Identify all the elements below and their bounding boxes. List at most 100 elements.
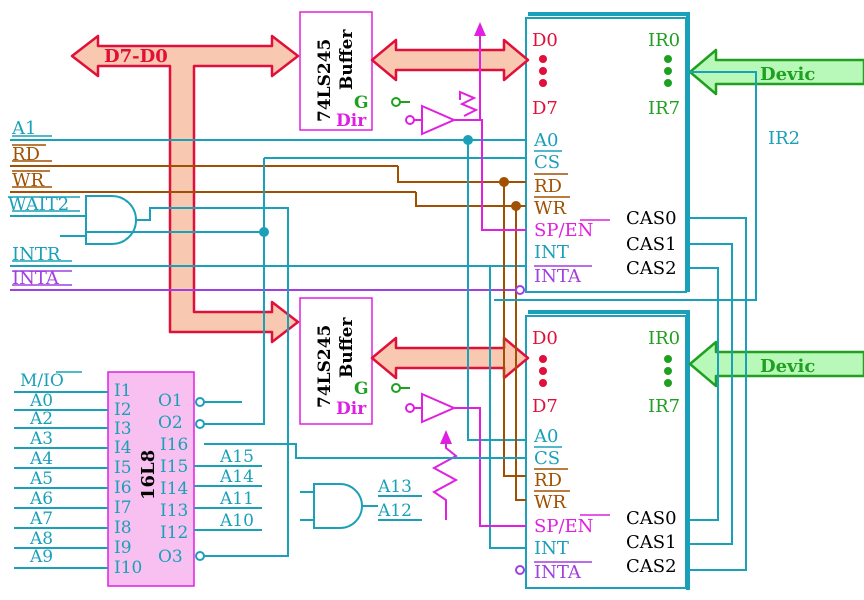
pld-sig-mio: M/IO bbox=[20, 371, 64, 391]
pld-out-i12: I12 bbox=[160, 523, 188, 543]
pld-sig-a5: A5 bbox=[29, 469, 53, 489]
pld-out-i13: I13 bbox=[160, 501, 188, 521]
pic-top-pin-cs: CS bbox=[534, 152, 560, 173]
pic-top-ir7: IR7 bbox=[648, 98, 680, 119]
buffer-bottom-g: G bbox=[354, 379, 369, 399]
signal-inta: INTA bbox=[12, 268, 60, 289]
pic-bottom-pin-inta: INTA bbox=[534, 562, 582, 583]
pic-top-cas2: CAS2 bbox=[626, 258, 677, 279]
pld-output-labels: O1 O2 I16 I15 I14 I13 I12 O3 bbox=[158, 391, 188, 567]
buffer-top-control bbox=[391, 22, 526, 231]
pic-bottom-d0: D0 bbox=[532, 328, 558, 349]
pld-sig-a10: A10 bbox=[219, 511, 254, 531]
buffer-top-name: Buffer bbox=[337, 29, 357, 90]
pic-bottom-pin-wr: WR bbox=[534, 492, 567, 513]
pld-output-signal-labels: A15 A14 A11 A10 bbox=[219, 447, 254, 531]
pld-sig-a14: A14 bbox=[219, 467, 254, 487]
pld-sig-a15: A15 bbox=[219, 447, 254, 467]
pld-out-o1: O1 bbox=[158, 391, 183, 411]
ir2-label: IR2 bbox=[768, 128, 800, 149]
pld-out-o2: O2 bbox=[158, 413, 183, 433]
buffer-top-box bbox=[299, 11, 373, 131]
device-arrow-bottom bbox=[688, 340, 864, 388]
buffer-top-part: 74LS245 bbox=[315, 39, 335, 122]
ir-pin-dots-bottom bbox=[664, 355, 672, 387]
pld-in-2: I2 bbox=[114, 400, 132, 420]
pic-top-pin-int: INT bbox=[534, 242, 569, 263]
buffer-bottom-dir: Dir bbox=[336, 399, 367, 419]
pld-in-5: I5 bbox=[114, 458, 132, 478]
pld-sig-a11: A11 bbox=[219, 489, 254, 509]
pic-top-ir0: IR0 bbox=[648, 30, 680, 51]
pld-sig-a7: A7 bbox=[29, 509, 53, 529]
pld-sig-a6: A6 bbox=[29, 489, 53, 509]
and-gate-input-a12: A12 bbox=[377, 501, 412, 521]
pic-bottom-cas0: CAS0 bbox=[626, 508, 677, 529]
pic-bottom-ir7: IR7 bbox=[648, 396, 680, 417]
pic-bottom-pin-a0: A0 bbox=[533, 426, 558, 447]
pic-top-cas1: CAS1 bbox=[626, 234, 677, 255]
signal-a1: A1 bbox=[11, 118, 36, 139]
pld-out-i14: I14 bbox=[160, 479, 188, 499]
ir-pin-dots-top bbox=[664, 55, 672, 87]
pic-bottom-cas2: CAS2 bbox=[626, 556, 677, 577]
device-label-bottom: Devic bbox=[760, 356, 815, 377]
pic-bottom-cas1: CAS1 bbox=[626, 532, 677, 553]
data-pin-dots-bottom bbox=[539, 355, 547, 387]
pic-top-pin-inta: INTA bbox=[534, 266, 582, 287]
pld-out-i15: I15 bbox=[160, 457, 188, 477]
pic-bottom-ir0: IR0 bbox=[648, 328, 680, 349]
pld-sig-a9: A9 bbox=[29, 547, 53, 567]
pld-sig-a0: A0 bbox=[29, 391, 53, 411]
pic-bottom-pin-rd: RD bbox=[534, 470, 562, 491]
signal-rd: RD bbox=[12, 144, 40, 165]
pic-bottom-pin-spen: SP/EN bbox=[534, 516, 593, 537]
data-bus-main-arrow bbox=[70, 34, 300, 344]
buffer-bottom-box bbox=[299, 297, 373, 425]
pld-in-7: I7 bbox=[114, 498, 132, 518]
pld-sig-a3: A3 bbox=[29, 429, 53, 449]
device-arrow-top bbox=[688, 48, 864, 96]
buffer-top-g: G bbox=[354, 93, 369, 113]
pld-in-8: I8 bbox=[114, 518, 132, 538]
pic-top-d7: D7 bbox=[532, 98, 558, 119]
pld-out-o3: O3 bbox=[158, 547, 183, 567]
pld-input-labels: I1 I2 I3 I4 I5 I6 I7 I8 I9 I10 bbox=[114, 381, 142, 578]
pic-bottom-pin-int: INT bbox=[534, 538, 569, 559]
and-gate-input-a13: A13 bbox=[377, 477, 412, 497]
buffer-top-dir: Dir bbox=[336, 111, 367, 131]
pld-in-10: I10 bbox=[114, 558, 142, 578]
pic-top-cas0: CAS0 bbox=[626, 208, 677, 229]
pld-in-9: I9 bbox=[114, 538, 132, 558]
data-bus-label: D7-D0 bbox=[104, 46, 168, 67]
pic-bottom-pin-cs: CS bbox=[534, 448, 560, 469]
signal-wait2: WAIT2 bbox=[8, 194, 69, 215]
pld-sig-a2: A2 bbox=[29, 409, 53, 429]
device-label-top: Devic bbox=[760, 64, 815, 85]
pld-in-1: I1 bbox=[114, 381, 132, 401]
pld-name: 16L8 bbox=[138, 450, 159, 500]
data-pin-dots-top bbox=[539, 55, 547, 87]
data-bus-top-arrow bbox=[370, 38, 530, 82]
pic-bottom-d7: D7 bbox=[532, 396, 558, 417]
pic-top-pin-spen: SP/EN bbox=[534, 220, 593, 241]
pld-input-signal-labels: M/IO A0 A2 A3 A4 A5 A6 A7 A8 A9 bbox=[20, 371, 64, 567]
pld-16l8-box bbox=[107, 371, 195, 587]
pic-top-d0: D0 bbox=[532, 30, 558, 51]
buffer-bottom-part: 74LS245 bbox=[315, 325, 335, 408]
signal-intr: INTR bbox=[12, 244, 61, 265]
buffer-bottom-name: Buffer bbox=[337, 317, 357, 378]
signal-wr: WR bbox=[12, 170, 45, 191]
pld-sig-a8: A8 bbox=[29, 529, 53, 549]
pic-top-pin-rd: RD bbox=[534, 176, 562, 197]
pic-top-chip bbox=[525, 12, 690, 293]
pld-in-6: I6 bbox=[114, 478, 132, 498]
buffer-bottom-control bbox=[391, 383, 526, 527]
pic-top-pin-wr: WR bbox=[534, 198, 567, 219]
pld-in-3: I3 bbox=[114, 419, 132, 439]
pld-in-4: I4 bbox=[114, 438, 132, 458]
pic-top-pin-a0: A0 bbox=[533, 130, 558, 151]
pld-out-i16: I16 bbox=[160, 435, 188, 455]
